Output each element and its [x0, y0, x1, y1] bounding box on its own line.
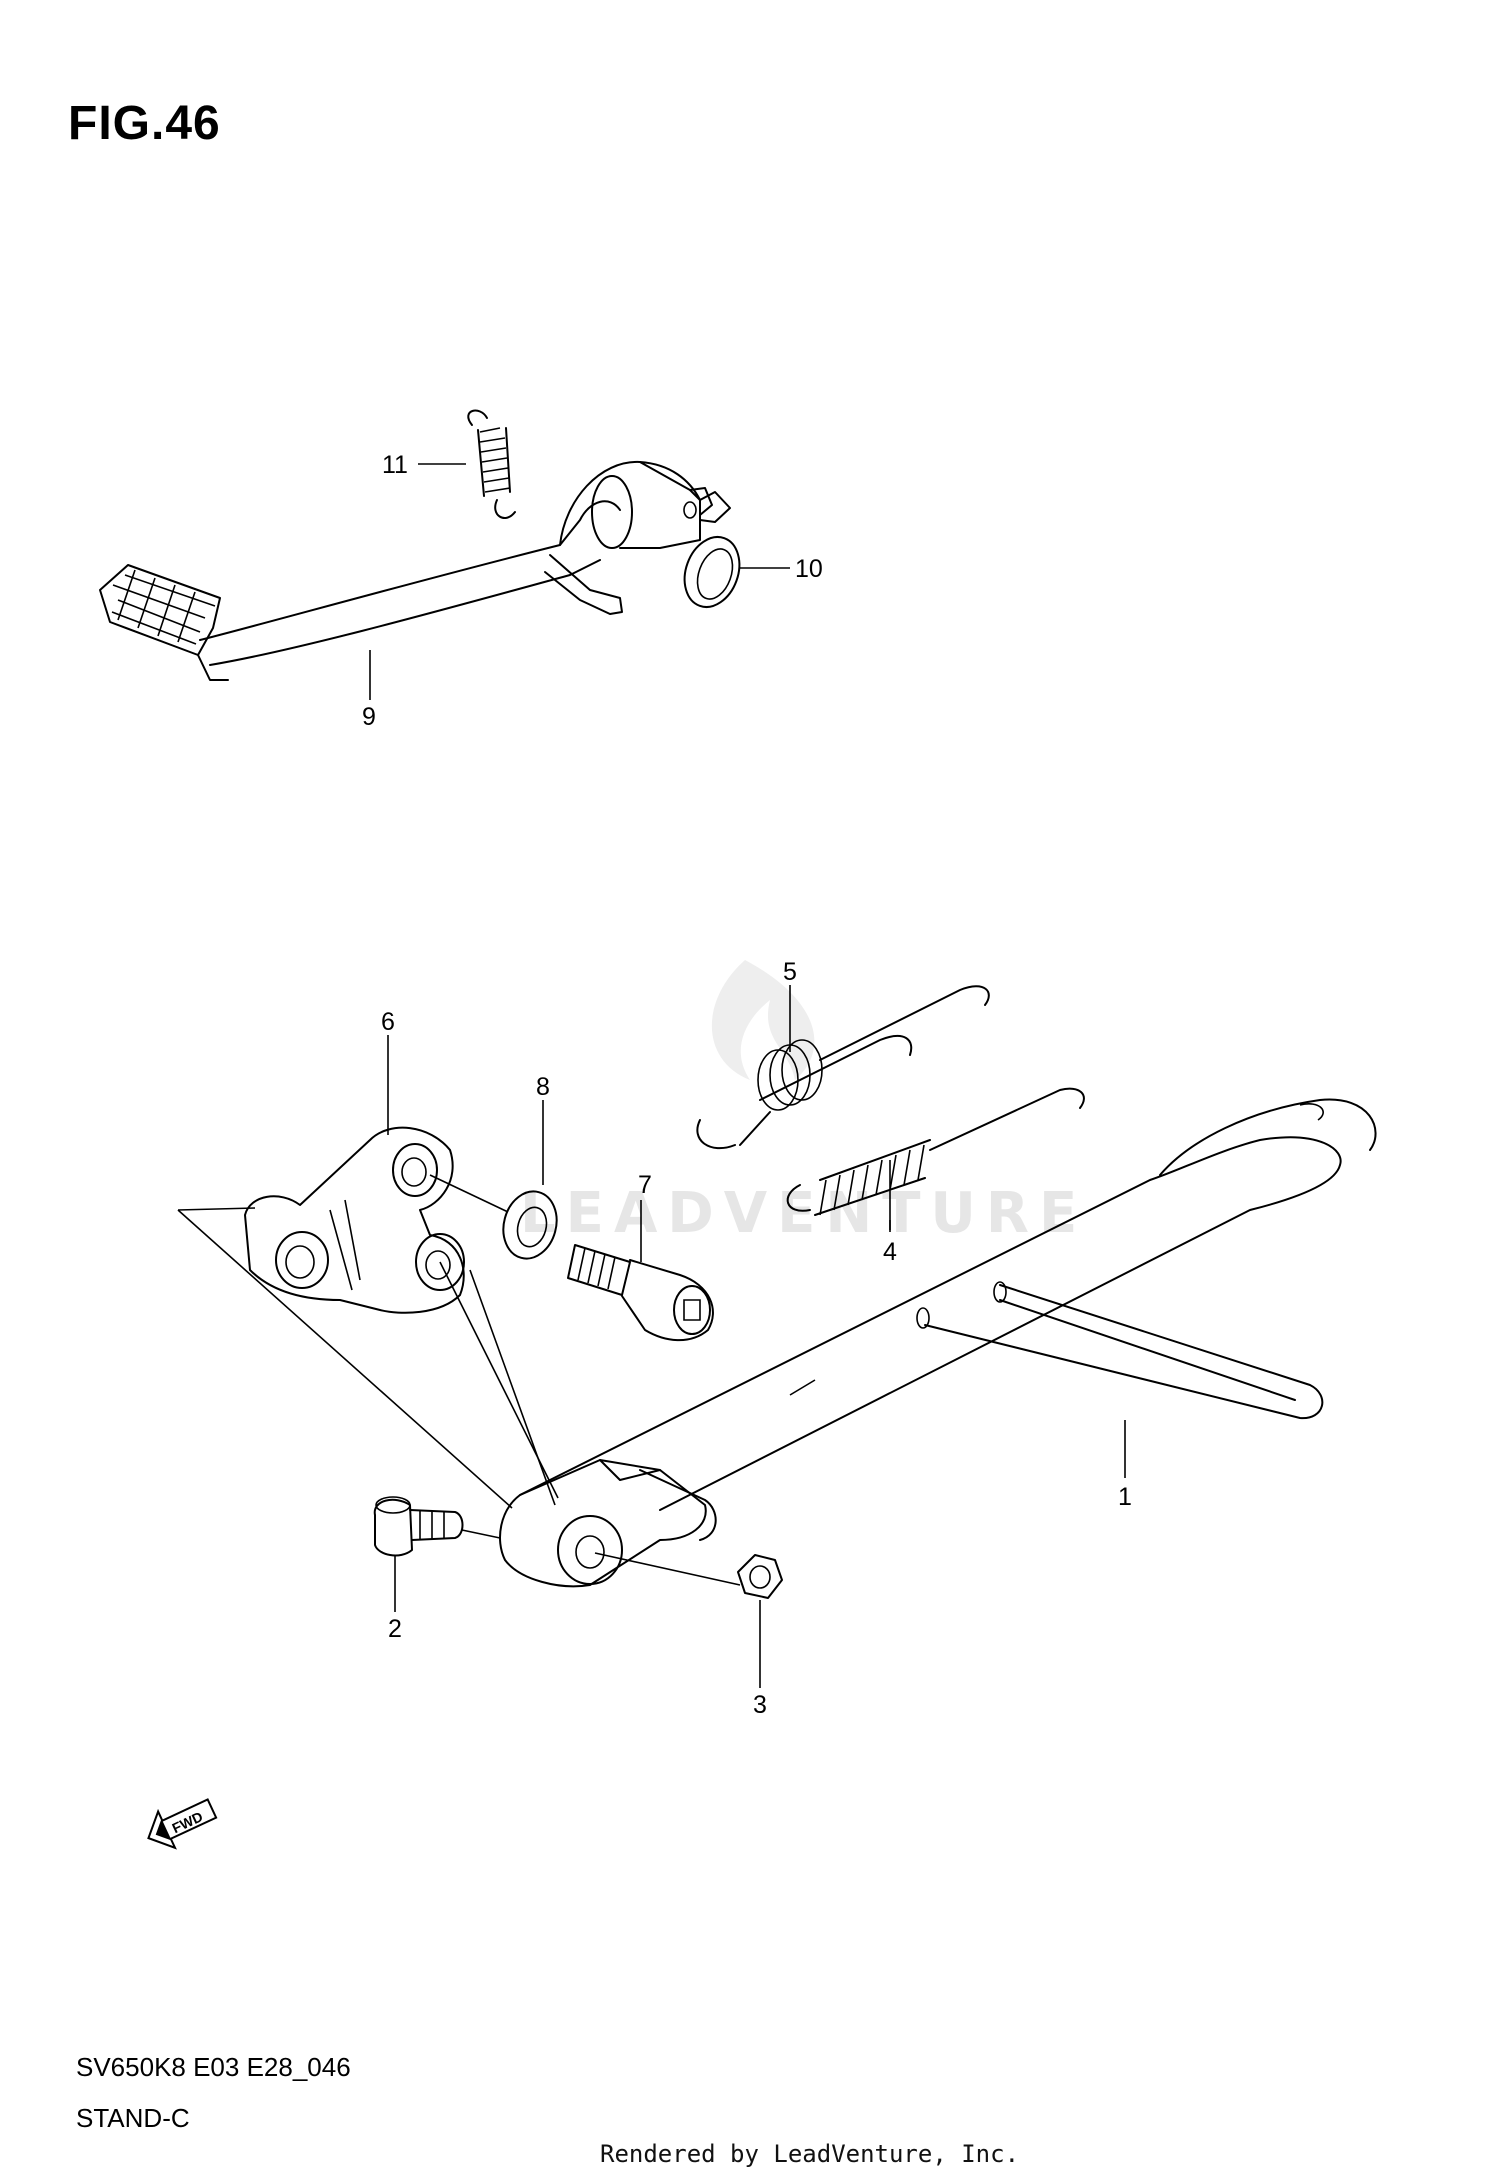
figure-title: FIG.46 — [68, 97, 221, 150]
callout-6: 6 — [381, 1008, 395, 1036]
callout-8: 8 — [536, 1073, 550, 1101]
callout-7: 7 — [638, 1171, 652, 1199]
callout-11: 11 — [382, 451, 408, 479]
diagram-code: SV650K8 E03 E28_046 — [76, 2052, 351, 2082]
fwd-arrow-icon: FWD — [147, 1798, 218, 1850]
leader-lines — [177, 463, 1126, 1688]
diagram-name: STAND-C — [76, 2103, 190, 2133]
spring-4-drawing — [786, 1087, 1085, 1216]
washer-10-drawing — [683, 536, 741, 608]
side-stand-1-drawing — [499, 1098, 1377, 1588]
watermark: LEADVENTURE — [520, 960, 1087, 1246]
washer-8-drawing — [502, 1190, 558, 1260]
watermark-text: LEADVENTURE — [520, 1181, 1087, 1246]
spring-5-drawing — [696, 985, 990, 1150]
callout-2: 2 — [388, 1615, 402, 1643]
bolt-7-drawing — [567, 1244, 714, 1342]
callout-4: 4 — [883, 1238, 897, 1266]
pivot-bolt-2-drawing — [373, 1496, 464, 1557]
callout-9: 9 — [362, 703, 376, 731]
callout-10: 10 — [795, 555, 823, 583]
spring-11-drawing — [467, 409, 516, 519]
callout-1: 1 — [1118, 1483, 1132, 1511]
brake-pedal-drawing — [99, 460, 731, 681]
bracket-6-drawing — [244, 1126, 465, 1314]
nut-3-drawing — [737, 1554, 783, 1599]
rendered-by-credit: Rendered by LeadVenture, Inc. — [600, 2140, 1020, 2168]
callout-3: 3 — [753, 1691, 767, 1719]
callout-5: 5 — [783, 958, 797, 986]
callout-labels: 1 2 3 4 5 6 7 8 9 10 11 — [362, 451, 1132, 1719]
